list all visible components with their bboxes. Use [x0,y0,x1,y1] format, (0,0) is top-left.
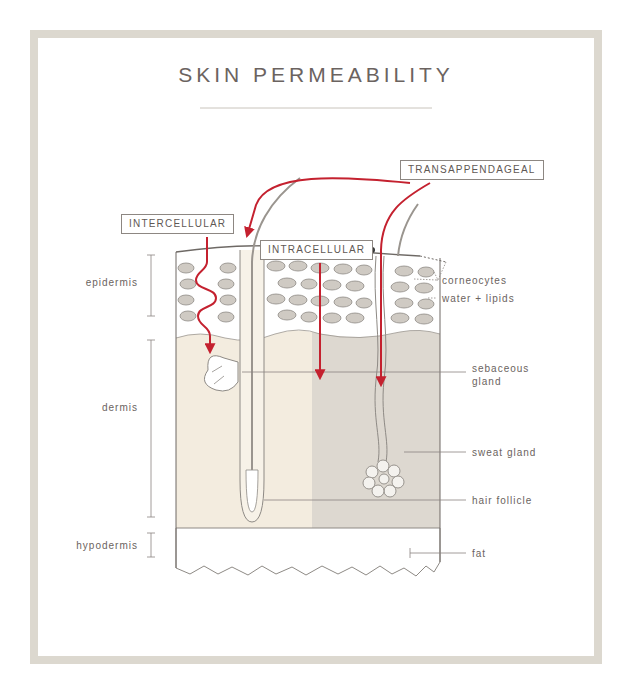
part-label: corneocytes [442,274,507,287]
skin-surface-dashed [420,256,446,262]
sweat-duct [383,256,387,462]
cell [220,263,236,273]
brackets [147,255,155,557]
cell [180,311,196,321]
leader [264,500,466,501]
title-rule [200,108,432,109]
cell [180,279,196,289]
cell [178,263,194,273]
leader [410,548,466,558]
sebaceous-gland [204,356,238,391]
coil [379,474,389,484]
frame [34,34,598,660]
leader [242,372,466,373]
part-label: hypodermis [76,539,138,552]
intercellular-arrow [196,237,216,352]
cell [218,279,234,289]
cell [334,264,352,274]
dermis-bracket [147,340,155,517]
coil [388,465,400,477]
cell [391,313,409,323]
route-label-box: INTERCELLULAR [121,214,234,234]
cell [356,298,372,308]
cell [323,313,341,323]
leader [434,272,438,280]
cell [418,299,434,309]
leader-lines [242,262,466,558]
follicle-bulb [246,470,258,512]
leader [428,298,437,299]
cell [391,282,409,292]
part-label: dermis [102,401,138,414]
coil [363,477,375,489]
leader [414,279,437,280]
cell [415,314,433,324]
part-label: sebaceous gland [472,362,544,388]
route-label: INTRACELLULAR [268,244,365,256]
cell [301,312,317,322]
part-label: sweat gland [472,446,536,459]
block-edge [440,258,441,562]
route-label: INTERCELLULAR [129,218,226,230]
epidermis-bracket [147,255,155,316]
sweat-duct [375,256,379,462]
block-edge [176,252,177,568]
cell [395,298,413,308]
epidermis-fill [176,246,440,560]
cell [267,261,285,271]
coil [377,460,389,472]
cell [346,281,364,291]
cell [218,312,234,322]
part-label: hair follicle [472,494,532,507]
gland-lobes [212,366,224,384]
hair-shaft [398,204,418,256]
sweat-coil [363,460,404,497]
cell [356,265,372,275]
transappendageal-arrow [381,183,430,385]
cell [346,313,364,323]
part-label: epidermis [86,276,138,289]
corneocyte-cells [178,261,434,324]
dermis-shade [312,330,440,528]
intracellular-arrow [319,263,321,378]
part-label: fat [472,547,486,560]
coil [384,485,396,497]
cell [415,283,433,293]
diagram-title: SKIN PERMEABILITY [0,62,632,88]
cell [395,266,413,276]
sweat-gland [363,256,404,497]
cell [289,295,307,305]
leader [404,452,466,453]
coil [366,466,378,478]
hypodermis-fat [176,528,440,576]
hypodermis-bracket [147,533,155,557]
cell [301,279,317,289]
part-label: water + lipids [442,292,515,305]
route-label: TRANSAPPENDAGEAL [408,164,536,176]
cell [278,310,296,320]
cell [178,295,194,305]
cell [323,280,341,290]
cell [334,297,352,307]
cell [267,294,285,304]
route-label-box: TRANSAPPENDAGEAL [400,160,544,180]
cell [418,267,434,277]
route-label-box: INTRACELLULAR [260,240,373,260]
hair-shaft [252,178,300,470]
permeation-arrows [196,178,430,385]
cell [220,295,236,305]
cell [278,278,296,288]
cell [289,261,307,271]
epidermis-boundary [176,330,440,340]
